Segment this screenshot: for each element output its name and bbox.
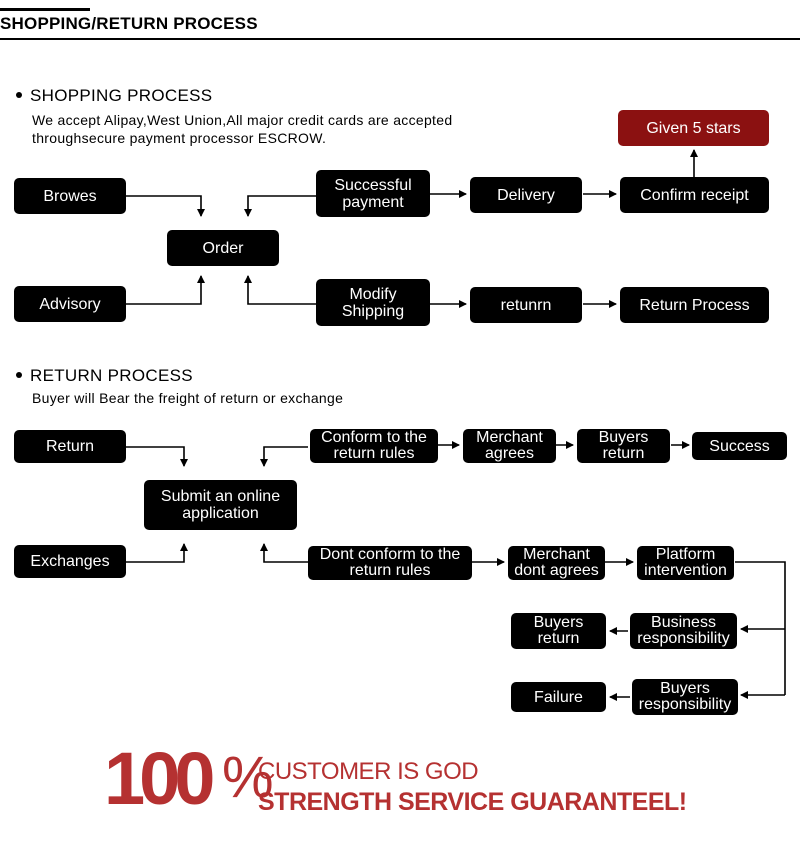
connector-dontconform-submit xyxy=(260,543,308,563)
bullet-icon xyxy=(16,372,22,378)
connector-conform-submit xyxy=(260,446,308,467)
shopping-note-line-1: We accept Alipay,West Union,All major cr… xyxy=(32,112,453,128)
node-browes: Browes xyxy=(14,178,126,214)
connector-platform-right-rail xyxy=(735,561,786,695)
shopping-note-line-2: throughsecure payment processor ESCROW. xyxy=(32,130,327,146)
node-failure: Failure xyxy=(511,682,606,712)
node-given-5-stars: Given 5 stars xyxy=(618,110,769,146)
node-buyers-responsibility: Buyers responsibility xyxy=(632,679,738,715)
node-confirm-receipt: Confirm receipt xyxy=(620,177,769,213)
return-note: Buyer will Bear the freight of return or… xyxy=(32,390,344,406)
connector-return-submit xyxy=(126,446,188,467)
node-buyers-return-top: Buyers return xyxy=(577,429,670,463)
node-modify-shipping: Modify Shipping xyxy=(316,279,430,326)
shopping-title-text: SHOPPING PROCESS xyxy=(30,86,213,105)
node-return: Return xyxy=(14,430,126,463)
footer-slogan-line-1: CUSTOMER IS GOD xyxy=(258,758,479,785)
connector-payment-order xyxy=(244,195,316,217)
node-order: Order xyxy=(167,230,279,266)
node-retunrn: retunrn xyxy=(470,287,582,323)
node-successful-payment: Successful payment xyxy=(316,170,430,217)
node-business-responsibility: Business responsibility xyxy=(630,613,737,649)
node-merchant-agrees: Merchant agrees xyxy=(463,429,556,463)
node-dont-conform-rules: Dont conform to the return rules xyxy=(308,546,472,580)
connector-modify-order xyxy=(244,275,316,305)
node-submit-application: Submit an online application xyxy=(144,480,297,530)
header-accent-bar xyxy=(0,8,90,11)
node-delivery: Delivery xyxy=(470,177,582,213)
bullet-icon xyxy=(16,92,22,98)
footer-percent-sign: % xyxy=(222,745,274,810)
node-platform-intervention: Platform intervention xyxy=(637,546,734,580)
node-exchanges: Exchanges xyxy=(14,545,126,578)
footer-slogan-line-2: STRENGTH SERVICE GUARANTEEL! xyxy=(258,788,687,816)
shopping-section-title: SHOPPING PROCESS xyxy=(16,86,212,106)
page-title: SHOPPING/RETURN PROCESS xyxy=(0,14,258,33)
connector-advisory-order xyxy=(126,275,205,305)
return-section-title: RETURN PROCESS xyxy=(16,366,193,386)
connector-browes-order xyxy=(126,195,205,217)
node-buyers-return-bottom: Buyers return xyxy=(511,613,606,649)
footer-big-number: 100 xyxy=(104,737,215,820)
node-advisory: Advisory xyxy=(14,286,126,322)
return-title-text: RETURN PROCESS xyxy=(30,366,193,385)
node-conform-rules: Conform to the return rules xyxy=(310,429,438,463)
node-success: Success xyxy=(692,432,787,460)
header-divider xyxy=(0,38,800,40)
node-merchant-dont-agrees: Merchant dont agrees xyxy=(508,546,605,580)
node-return-process: Return Process xyxy=(620,287,769,323)
connector-exchanges-submit xyxy=(126,543,188,563)
